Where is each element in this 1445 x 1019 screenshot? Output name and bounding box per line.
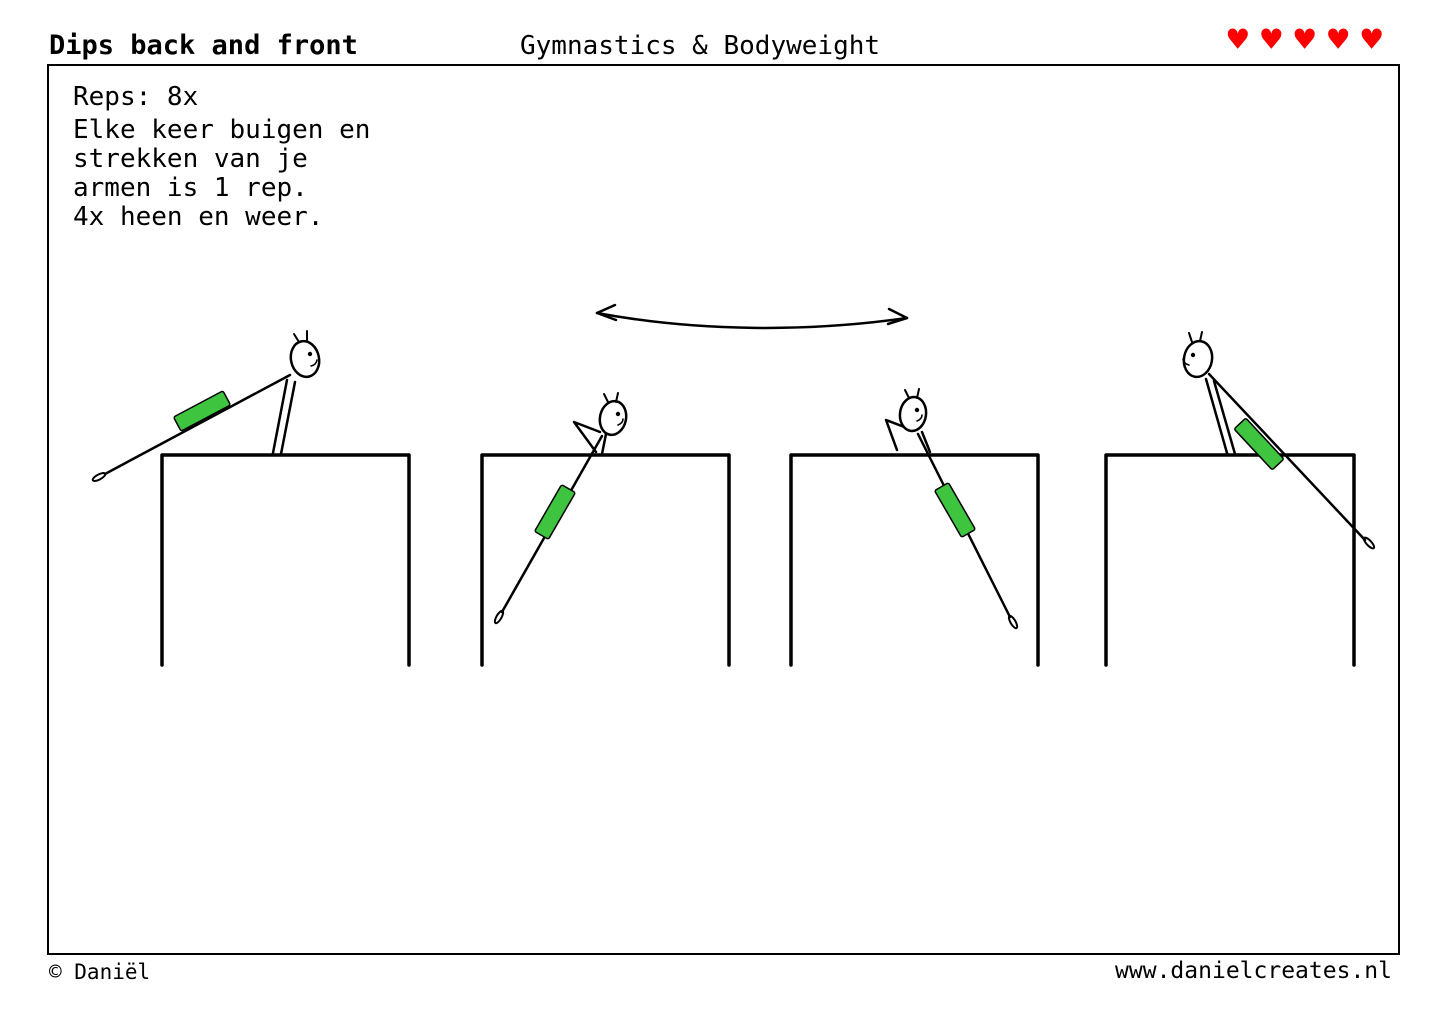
reps-label: Reps: 8x	[73, 82, 199, 112]
heart-icon: ♥	[1294, 20, 1329, 60]
stick-figure-dip-support-right	[1182, 331, 1376, 550]
resistance-band	[1234, 418, 1284, 470]
resistance-band	[934, 482, 976, 538]
resistance-band	[534, 484, 576, 540]
instruction-line: strekken van je	[73, 144, 308, 174]
platform-box-2	[480, 453, 731, 667]
stick-figure-dip-support-left	[91, 330, 321, 482]
platform-boxes	[160, 453, 1356, 667]
platform-box-4	[1104, 453, 1356, 667]
heart-icon: ♥	[1261, 20, 1295, 60]
instruction-line: 4x heen en weer.	[73, 202, 324, 232]
exercise-card: Reps: 8x Elke keer buigen en strekken va…	[47, 64, 1400, 955]
instruction-line: armen is 1 rep.	[73, 173, 308, 203]
heart-icon: ♥	[1328, 20, 1362, 60]
stick-figure-dip-bottom-right	[884, 388, 1019, 630]
stick-figure-dip-bottom-left	[493, 392, 628, 625]
platform-box-1	[160, 453, 411, 667]
heart-icon: ♥	[1227, 20, 1262, 60]
instruction-line: Elke keer buigen en	[73, 115, 371, 145]
category-title: Gymnastics & Bodyweight	[520, 31, 881, 61]
heart-icon: ♥	[1361, 20, 1395, 60]
copyright-text: © Daniël	[49, 960, 151, 984]
instructions-text: Elke keer buigen en strekken van je arme…	[73, 116, 370, 232]
difficulty-hearts: ♥♥♥♥♥	[1228, 20, 1395, 60]
page-title: Dips back and front	[49, 30, 358, 61]
platform-box-3	[789, 453, 1040, 667]
website-text: www.danielcreates.nl	[1115, 958, 1392, 984]
exercise-illustration	[91, 303, 1376, 667]
resistance-band	[173, 390, 231, 432]
back-and-forth-arrow	[595, 303, 909, 330]
